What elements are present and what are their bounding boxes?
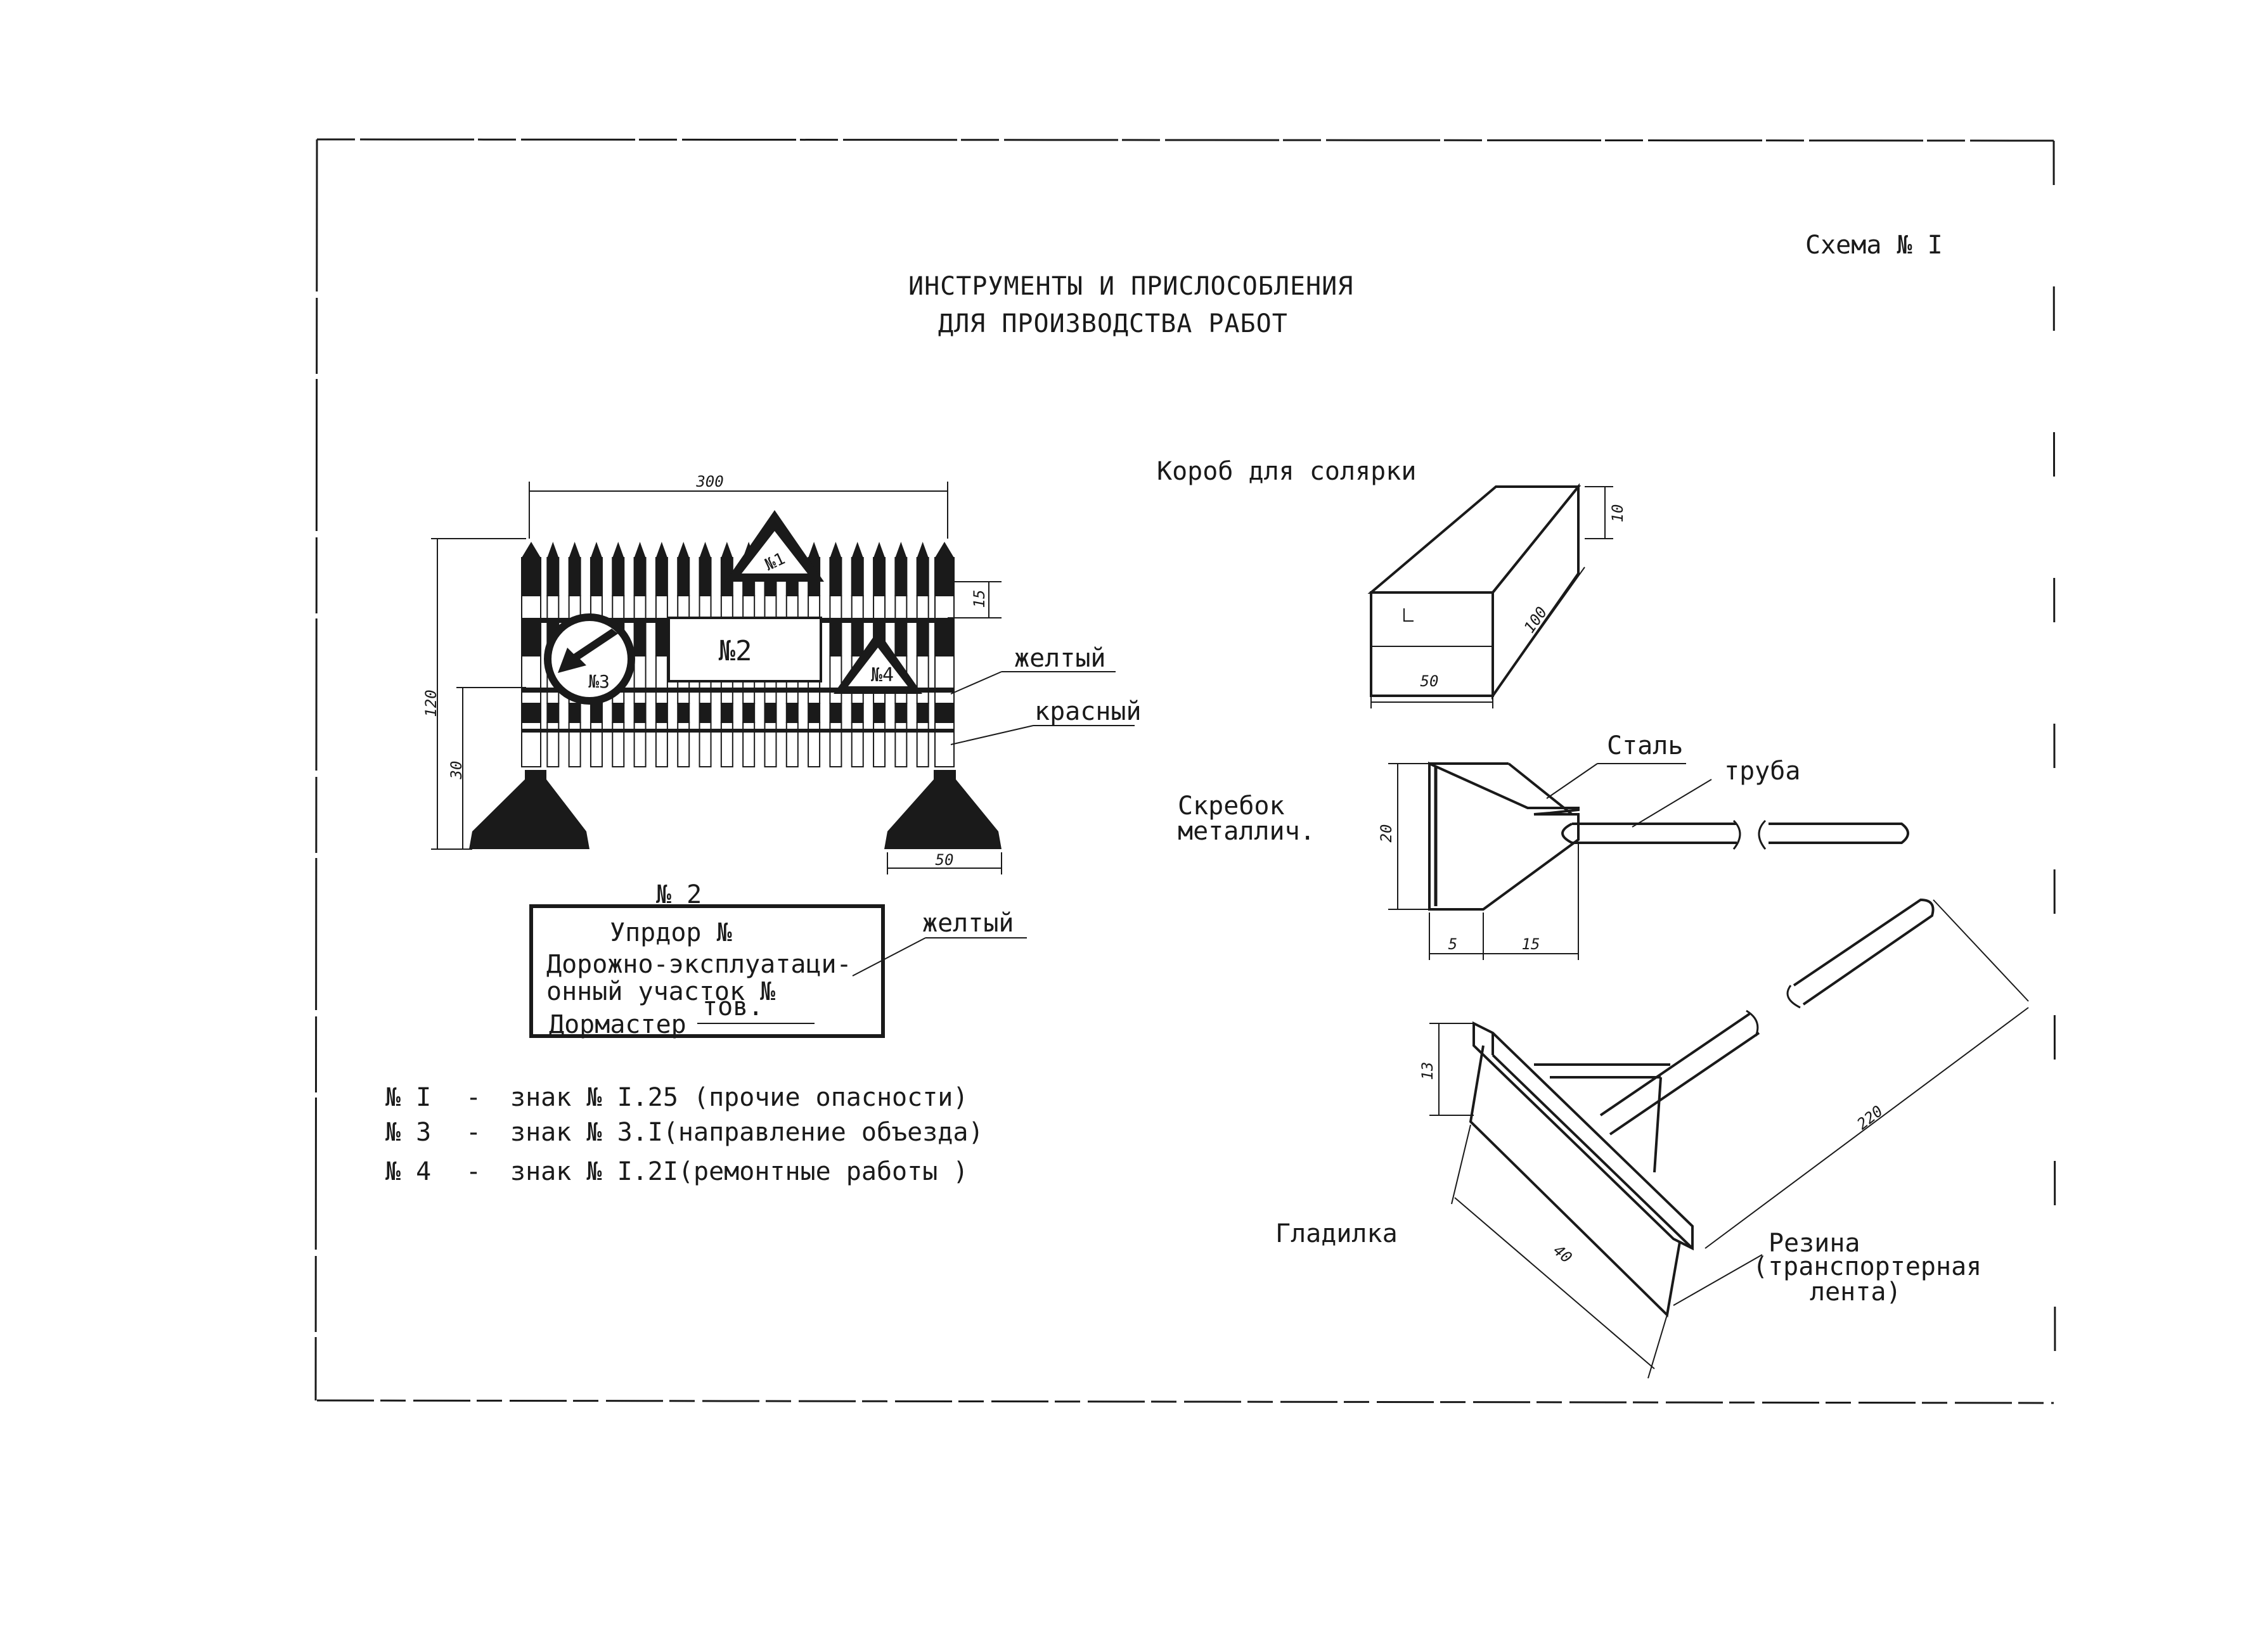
box-title: Короб для солярки	[1157, 457, 1416, 486]
trowel-handle-end	[1793, 898, 1935, 1006]
legend-2-text: знак № 3.I(направление объезда)	[510, 1118, 984, 1147]
box-drawing: Короб для солярки 10 100 50	[1157, 457, 1627, 708]
plate-label-yellow: желтый	[922, 909, 1014, 938]
barrier-picket	[633, 542, 647, 767]
trowel-rubber	[1469, 1045, 1681, 1318]
legend-2-dash: -	[466, 1118, 481, 1147]
scraper-title-line2: металлич.	[1178, 817, 1315, 846]
barrier-dim-height: 120	[422, 689, 440, 717]
scraper-pipe	[1561, 823, 1737, 844]
barrier-dim-stripe: 15	[970, 590, 988, 608]
barrier-picket	[521, 542, 541, 767]
plate-line2: Дорожно-эксплуатаци-	[546, 950, 852, 979]
trowel-brace	[1534, 1063, 1670, 1173]
sign-2-label: №2	[719, 635, 752, 667]
barrier-picket	[894, 542, 908, 767]
scraper-blade	[1428, 761, 1580, 911]
right-stand	[884, 770, 1002, 849]
barrier-rail	[522, 688, 954, 693]
box-side-face	[1492, 483, 1580, 700]
sign-3-detour: №3	[544, 613, 635, 705]
barrier-label-yellow: желтый	[1014, 644, 1106, 673]
legend-1-num: № I	[385, 1083, 431, 1112]
trowel-label-rubber3: лента)	[1810, 1278, 1902, 1307]
barrier-picket	[655, 542, 668, 767]
trowel-title: Гладилка	[1275, 1219, 1398, 1248]
left-stand	[469, 770, 590, 849]
legend-2-num: № 3	[385, 1118, 431, 1147]
trowel-label-rubber1: Резина	[1769, 1229, 1860, 1258]
barrier-picket	[916, 542, 929, 767]
plate-line3: онный участок №	[546, 977, 775, 1006]
sign-1-warning: №1	[725, 510, 824, 582]
scraper-title-line1: Скребок	[1178, 791, 1285, 821]
page-title-line1: ИНСТРУМЕНТЫ И ПРИСЛОСОБЛЕНИЯ	[908, 272, 1353, 301]
trowel-dim-handle: 220	[1853, 1102, 1886, 1133]
trowel-drawing: Гладилка 13 40 220 Резина (транспортерна…	[1275, 898, 2029, 1379]
legend-3-dash: -	[466, 1157, 481, 1186]
barrier-drawing: №1 №2 №3 №4	[422, 473, 1142, 874]
barrier-dim-base: 50	[936, 851, 954, 869]
barrier-dim-lower: 30	[448, 761, 465, 780]
sign-2-plate: №2	[667, 617, 822, 682]
sheet-frame	[314, 138, 2056, 1404]
box-dim-height: 10	[1609, 504, 1627, 523]
legend-1-text: знак № I.25 (прочие опасности)	[510, 1083, 968, 1112]
plate-line4-suffix: тов.	[702, 992, 763, 1021]
scraper-drawing: Скребок металлич. Сталь труба 20 5 15	[1178, 731, 1909, 960]
barrier-label-red: красный	[1034, 697, 1142, 726]
scraper-dim-a: 5	[1448, 935, 1457, 953]
sign-3-label: №3	[588, 671, 610, 692]
trowel-label-rubber2: (транспортерная	[1753, 1252, 1981, 1281]
scraper-label-pipe: труба	[1724, 757, 1800, 786]
plate-line1: Упрдор №	[610, 918, 732, 947]
scraper-dim-b: 15	[1522, 935, 1540, 953]
plate-line4-prefix: Дормастер	[549, 1010, 686, 1039]
page-title-line2: ДЛЯ ПРОИЗВОДСТВА РАБОТ	[938, 309, 1288, 338]
box-top-face	[1367, 485, 1582, 594]
barrier-picket	[934, 542, 955, 767]
sign-4-label: №4	[871, 664, 894, 686]
legend-1-dash: -	[466, 1083, 481, 1112]
barrier-rail	[522, 729, 954, 733]
sign-4-roadwork: №4	[834, 631, 922, 694]
scraper-dim-height: 20	[1377, 824, 1395, 843]
legend-3-text: знак № I.2I(ремонтные работы )	[510, 1157, 968, 1186]
plate-drawing: № 2 Упрдор № Дорожно-эксплуатаци- онный …	[529, 880, 1027, 1039]
scraper-pipe-end	[1769, 823, 1909, 844]
box-dim-length: 100	[1521, 603, 1551, 636]
legend: № I - знак № I.25 (прочие опасности) № 3…	[385, 1083, 984, 1186]
trowel-dim-width: 40	[1550, 1241, 1575, 1267]
scraper-label-steel: Сталь	[1607, 731, 1683, 760]
trowel-handle	[1599, 1013, 1760, 1136]
trowel-bar	[1472, 1021, 1694, 1251]
trowel-dim-height: 13	[1419, 1062, 1436, 1080]
barrier-dim-width: 300	[695, 473, 723, 490]
legend-3-num: № 4	[385, 1157, 431, 1186]
barrier-dimensions	[431, 482, 1135, 874]
barrier-picket	[829, 542, 842, 767]
scheme-label: Схема № I	[1805, 231, 1943, 260]
box-dim-width: 50	[1421, 672, 1439, 690]
